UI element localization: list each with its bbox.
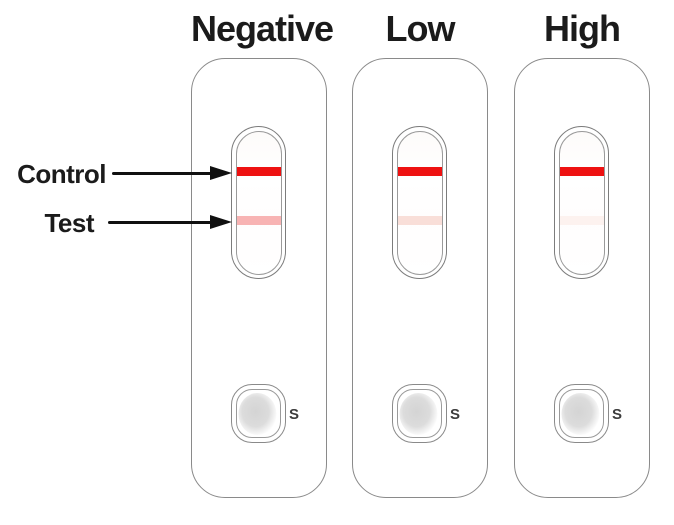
control-annotation-label: Control [17, 159, 106, 189]
sample-well-label: S [612, 406, 623, 423]
sample-well-inner [397, 389, 442, 438]
cassette-title-low: Low [385, 8, 456, 49]
control-line [397, 166, 442, 176]
result-window-strip [235, 130, 282, 275]
sample-well-label: S [450, 406, 461, 423]
result-window [231, 126, 286, 279]
test-line [397, 215, 442, 225]
control-line [559, 166, 604, 176]
control-line [236, 166, 281, 176]
sample-well [231, 384, 286, 443]
test-line [559, 215, 604, 225]
cassette-title-high: High [544, 8, 621, 49]
test-arrow-shaft [108, 221, 214, 224]
control-arrow-shaft [112, 172, 214, 175]
sample-well [392, 384, 447, 443]
cassette-low: S [352, 58, 488, 498]
result-window [392, 126, 447, 279]
result-window [554, 126, 609, 279]
result-window-strip [396, 130, 443, 275]
sample-pad [398, 392, 437, 435]
cassette-high: S [514, 58, 650, 498]
test-annotation-label: Test [44, 208, 94, 238]
control-arrow-head-icon [210, 166, 232, 180]
test-line [236, 215, 281, 225]
sample-pad [237, 392, 276, 435]
sample-pad [560, 392, 599, 435]
sample-well [554, 384, 609, 443]
cassette-negative: S [191, 58, 327, 498]
result-window-strip [558, 130, 605, 275]
sample-well-inner [236, 389, 281, 438]
cassette-title-negative: Negative [191, 8, 334, 49]
sample-well-inner [559, 389, 604, 438]
test-arrow-head-icon [210, 215, 232, 229]
sample-well-label: S [289, 406, 300, 423]
